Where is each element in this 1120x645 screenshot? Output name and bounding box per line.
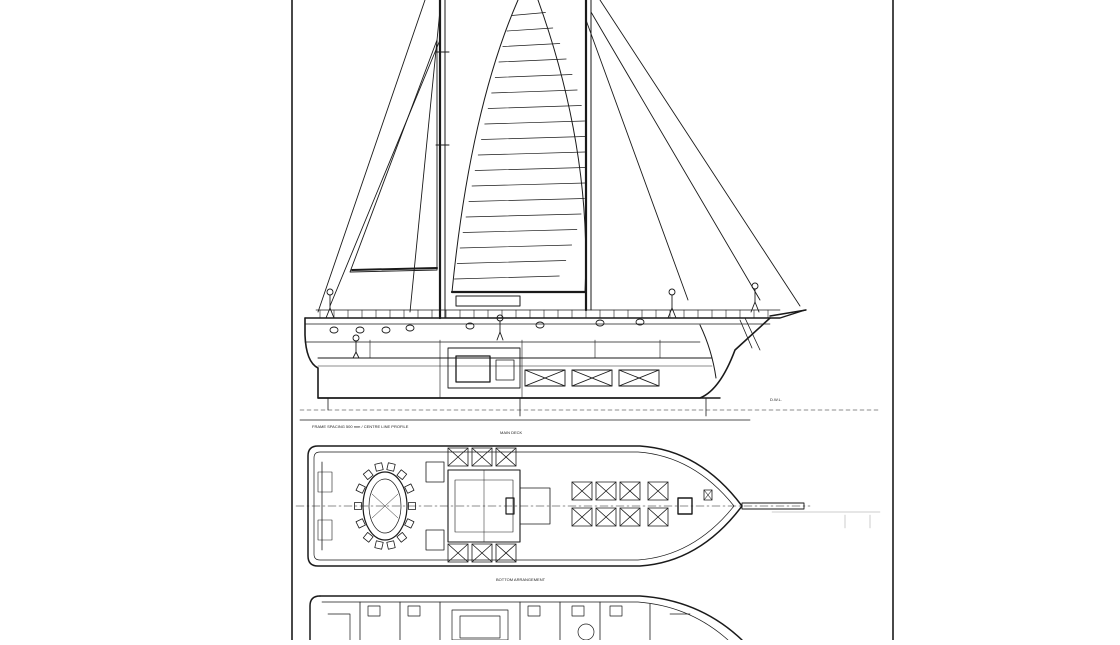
- lower-deck-title: BOTTOM ARRANGEMENT: [496, 577, 546, 582]
- dining-table: [354, 462, 416, 550]
- deck-hatch: [571, 507, 593, 527]
- hatch-cross: [571, 507, 593, 527]
- deck-hatch: [495, 543, 517, 563]
- sail-batten: [474, 167, 586, 171]
- sail-batten: [481, 136, 586, 140]
- dining-chair: [374, 462, 384, 472]
- deck-hatch: [571, 481, 593, 501]
- tanks: [524, 369, 660, 387]
- dining-chair: [355, 518, 366, 529]
- dining-chair: [362, 469, 374, 481]
- sail-batten: [484, 120, 585, 125]
- dining-chair: [404, 518, 415, 529]
- sail-plan: [317, 0, 801, 320]
- deck-hatch: [495, 447, 517, 467]
- dining-chair: [355, 483, 366, 494]
- sail-batten: [459, 244, 573, 249]
- dining-chair: [386, 540, 396, 550]
- hatch-cross: [619, 507, 641, 527]
- waterline-label: D.W.L.: [770, 397, 782, 402]
- stanchions: [319, 309, 769, 319]
- hatch-cross: [471, 447, 493, 467]
- dining-chair: [362, 531, 374, 543]
- hull-profile: [299, 282, 881, 421]
- sheer-line: [304, 309, 806, 319]
- dining-chair: [396, 469, 408, 481]
- sail-batten: [468, 198, 585, 202]
- sail-batten: [471, 182, 586, 187]
- sail-batten: [494, 74, 573, 78]
- sail-battens: [454, 12, 586, 280]
- portholes: [329, 318, 645, 334]
- dining-chairs: [354, 462, 416, 550]
- dining-chair: [404, 483, 415, 494]
- sail-batten: [498, 58, 567, 63]
- sail-batten: [456, 260, 567, 264]
- hatch-cross: [647, 481, 669, 501]
- hatch-cross: [495, 447, 517, 467]
- rigging-lines: [317, 0, 801, 313]
- deck-plan: [295, 445, 811, 567]
- deck-hatch: [619, 507, 641, 527]
- hatch-cross: [647, 507, 669, 527]
- mainsail-left: [349, 39, 438, 273]
- deck-plan-title: MAIN DECK: [500, 430, 523, 435]
- hatch-cross: [619, 481, 641, 501]
- lower-deck-plan: [309, 595, 743, 641]
- deck-hatch: [595, 481, 617, 501]
- hatch-cross: [447, 447, 469, 467]
- deck-hatch: [647, 481, 669, 501]
- dining-chair: [386, 462, 396, 472]
- human-figures: [325, 282, 760, 359]
- margin-marks: [771, 511, 881, 529]
- cabin-fixtures: [327, 605, 691, 641]
- dining-chair: [374, 540, 384, 550]
- main-mast: [435, 0, 450, 320]
- deck-hatch: [447, 543, 469, 563]
- hatch-cross: [447, 543, 469, 563]
- dining-chair: [354, 502, 362, 510]
- deck-hatch: [447, 447, 469, 467]
- deck-hatch: [471, 543, 493, 563]
- dining-chair: [408, 502, 416, 510]
- sail-batten: [462, 229, 578, 233]
- hatch-cross: [595, 481, 617, 501]
- deck-hatch: [619, 481, 641, 501]
- sail-batten: [477, 151, 586, 156]
- dining-chair: [396, 531, 408, 543]
- sail-batten: [502, 43, 561, 47]
- sail-batten: [506, 27, 554, 32]
- sheet-border: [291, 0, 894, 641]
- hatch-cross: [471, 543, 493, 563]
- sail-batten: [491, 89, 578, 94]
- deck-hatches: [447, 447, 669, 563]
- sail-batten: [487, 105, 582, 109]
- sail-batten: [454, 275, 560, 280]
- mizzen-staysail: [451, 0, 587, 293]
- deck-hatch: [595, 507, 617, 527]
- engine-room: [447, 347, 521, 389]
- profile-caption: FRAME SPACING 500 mm / CENTRE LINE PROFI…: [312, 424, 409, 429]
- sail-batten: [511, 12, 546, 16]
- deck-outline: [307, 445, 743, 567]
- hatch-cross: [595, 507, 617, 527]
- hatch-cross: [571, 481, 593, 501]
- deck-hatch: [647, 507, 669, 527]
- hatch-cross: [495, 543, 517, 563]
- second-mast: [584, 0, 592, 312]
- sail-batten: [465, 213, 582, 218]
- deck-hatch: [471, 447, 493, 467]
